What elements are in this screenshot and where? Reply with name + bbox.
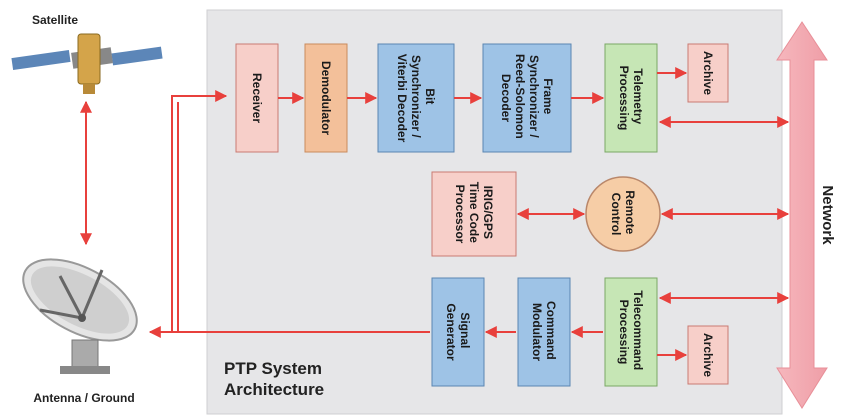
telemetry-processing-block: Telemetry Processing — [604, 43, 658, 153]
bit-synchronizer-block: Bit Synchronizer / Viterbi Decoder — [377, 43, 455, 153]
command-modulator-block: Command Modulator — [517, 277, 571, 387]
archive-top-label: Archive — [701, 51, 715, 95]
svg-text:Bit Synchronizer /: Bit Synchronizer / Viterbi Decoder — [395, 54, 437, 143]
bit-sync-line-2: Synchronizer / — [409, 55, 423, 138]
remote-control-node: Remote Control — [585, 176, 661, 252]
telecommand-line-2: Processing — [617, 300, 631, 365]
irig-line-1: IRIG/GPS — [481, 186, 495, 239]
archive-bottom-label: Archive — [701, 333, 715, 377]
demodulator-block: Demodulator — [304, 43, 348, 153]
system-title-line-2: Architecture — [224, 380, 324, 399]
signal-gen-line-1: Signal — [458, 312, 472, 348]
satellite-label: Satellite — [32, 13, 78, 27]
antenna-icon — [22, 258, 138, 374]
irig-gps-block: IRIG/GPS Time Code Processor — [431, 171, 517, 257]
network-bus — [776, 21, 828, 409]
command-mod-line-1: Command — [544, 301, 558, 360]
svg-text:Frame Synchronizer /: Frame Synchronizer / Reed-Solomon Decode… — [499, 54, 555, 142]
svg-text:Signal Generator: Signal Generator — [444, 303, 472, 361]
signal-gen-line-2: Generator — [444, 303, 458, 361]
command-mod-line-2: Modulator — [530, 303, 544, 361]
telecommand-line-1: Telecommand — [631, 290, 645, 370]
frame-sync-line-1: Frame — [541, 78, 555, 114]
telecommand-processing-block: Telecommand Processing — [604, 277, 658, 387]
svg-text:Telecommand Processing: Telecommand Processing — [617, 290, 645, 373]
receiver-label: Receiver — [250, 73, 264, 123]
bit-sync-line-3: Viterbi Decoder — [395, 54, 409, 143]
frame-sync-line-3: Reed-Solomon — [513, 54, 527, 139]
svg-text:Command Modulator: Command Modulator — [530, 301, 558, 363]
svg-text:Demodulator: Demodulator — [319, 61, 333, 135]
svg-text:Receiver: Receiver — [250, 73, 264, 123]
bit-sync-line-1: Bit — [423, 88, 437, 104]
frame-sync-line-2: Synchronizer / — [527, 55, 541, 138]
antenna-label: Antenna / Ground — [33, 391, 134, 405]
archive-top-block: Archive — [687, 43, 729, 103]
receiver-block: Receiver — [235, 43, 279, 153]
signal-generator-block: Signal Generator — [431, 277, 485, 387]
irig-line-2: Time Code — [467, 182, 481, 243]
irig-line-3: Processor — [453, 185, 467, 244]
svg-text:Archive: Archive — [701, 51, 715, 95]
remote-line-2: Control — [609, 193, 623, 236]
telemetry-line-2: Processing — [617, 66, 631, 131]
svg-text:Telemetry Processing: Telemetry Processing — [617, 66, 645, 131]
svg-text:Remote Control: Remote Control — [609, 190, 637, 237]
svg-text:Archive: Archive — [701, 333, 715, 377]
system-title-line-1: PTP System — [224, 359, 322, 378]
svg-text:IRIG/GPS Time Code: IRIG/GPS Time Code Processor — [453, 182, 495, 246]
network-label: Network — [819, 185, 836, 245]
remote-line-1: Remote — [623, 190, 637, 234]
frame-sync-line-4: Decoder — [499, 74, 513, 122]
telemetry-line-1: Telemetry — [631, 68, 645, 124]
archive-bottom-block: Archive — [687, 325, 729, 385]
frame-synchronizer-block: Frame Synchronizer / Reed-Solomon Decode… — [482, 43, 572, 153]
satellite-icon — [11, 33, 163, 94]
demodulator-label: Demodulator — [319, 61, 333, 135]
